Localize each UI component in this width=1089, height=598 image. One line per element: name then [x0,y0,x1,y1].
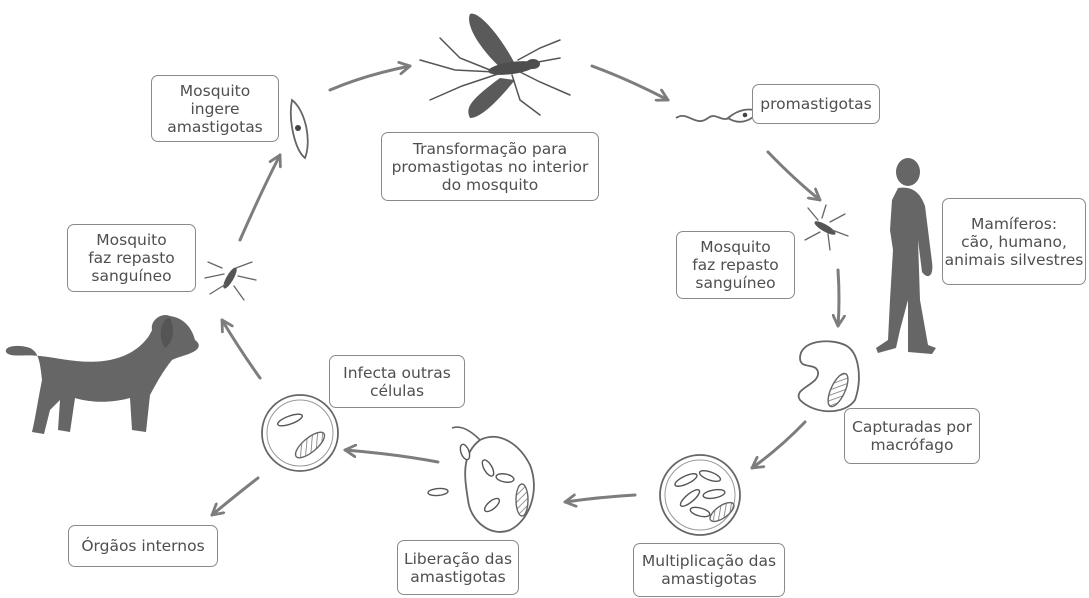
dog-silhouette-icon [6,315,199,434]
label-infects-other-cells: Infecta outras células [329,355,465,408]
arrow-release-to-infect [345,450,438,462]
human-silhouette-icon [876,158,936,354]
label-promastigotes: promastigotas [752,84,880,124]
promastigote-icon [676,110,758,122]
multiplication-macrophage-icon [660,455,740,535]
arrow-macrophage-to-multiplication [752,422,805,468]
arrow-infect-to-organs [212,478,258,515]
arrow-promastigotes-to-feeding [768,152,820,200]
arrow-to-dog [222,320,260,378]
ingested-amastigote-icon [291,100,308,158]
mosquito-small-left-icon [205,262,256,300]
label-transformation: Transformação para promastigotas no inte… [381,132,599,201]
mosquito-large-icon [420,14,570,118]
label-blood-meal-right: Mosquito faz repasto sanguíneo [676,231,795,299]
release-cell-icon [428,427,534,532]
arrow-feeding-to-ingest [240,155,280,240]
label-captured-by-macrophage: Capturadas por macrófago [844,408,980,464]
arrow-feeding-to-macrophage [838,270,839,326]
infected-cell-icon [262,395,338,471]
mosquito-small-right-icon [805,205,848,250]
label-release: Liberação das amastigotas [397,540,519,595]
label-mammals: Mamíferos: cão, humano, animais silvestr… [942,198,1086,285]
label-mosquito-ingests: Mosquito ingere amastigotas [151,75,279,142]
label-blood-meal-left: Mosquito faz repasto sanguíneo [67,224,196,292]
label-multiplication: Multiplicação das amastigotas [633,543,785,597]
macrophage-capture-icon [799,341,859,411]
label-internal-organs: Órgãos internos [68,525,218,567]
arrow-mosquito-to-promastigotes [592,66,668,100]
arrow-ingest-to-mosquito [330,66,410,90]
arrow-multiplication-to-release [565,495,635,502]
